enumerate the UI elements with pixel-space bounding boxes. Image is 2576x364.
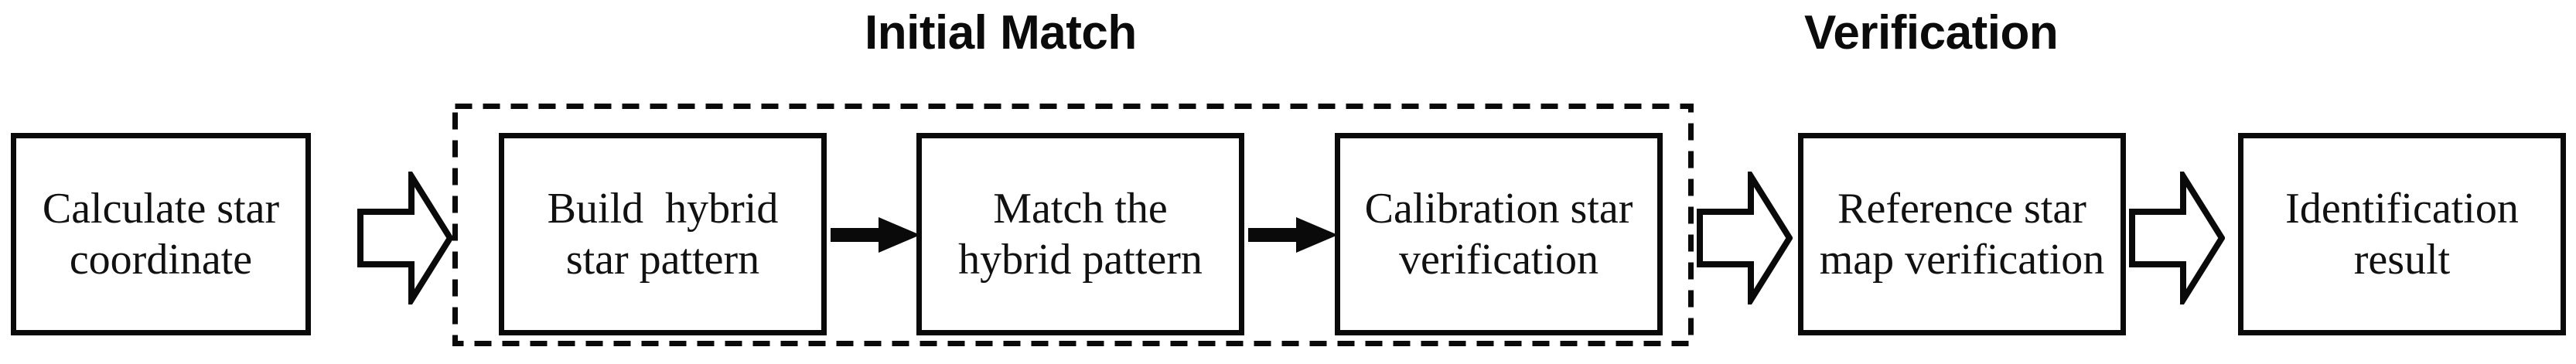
- block-arrow-icon-3: [2129, 172, 2225, 304]
- box-label-line2: map verification: [1819, 236, 2105, 284]
- group-title-initial-match: Initial Match: [865, 6, 1137, 60]
- box-label-line1: Calibration star: [1364, 185, 1633, 233]
- process-box-calibration-star-verification[interactable]: Calibration star verification: [1335, 133, 1663, 335]
- box-label-line2: star pattern: [565, 236, 760, 284]
- process-box-identification-result[interactable]: Identification result: [2238, 133, 2566, 335]
- solid-arrow-icon-1: [831, 217, 920, 253]
- box-label-line1: Build hybrid: [547, 185, 779, 233]
- process-box-calculate-star-coordinate[interactable]: Calculate star coordinate: [11, 133, 311, 335]
- box-label-line1: Reference star: [1837, 185, 2086, 233]
- group-title-verification: Verification: [1804, 6, 2059, 60]
- box-label-line1: Identification: [2285, 185, 2519, 233]
- box-label-line2: result: [2353, 236, 2451, 284]
- box-label-line2: verification: [1398, 236, 1599, 284]
- block-arrow-icon-1: [357, 172, 453, 304]
- block-arrow-icon-2: [1697, 172, 1793, 304]
- box-label-line2: coordinate: [69, 236, 253, 284]
- box-label-line2: hybrid pattern: [958, 236, 1203, 284]
- initial-match-group-boundary: [452, 104, 1694, 346]
- process-box-build-hybrid-star-pattern[interactable]: Build hybrid star pattern: [499, 133, 827, 335]
- solid-arrow-icon-2: [1248, 217, 1338, 253]
- box-label-line1: Match the: [993, 185, 1168, 233]
- process-box-match-hybrid-pattern[interactable]: Match the hybrid pattern: [916, 133, 1244, 335]
- process-box-reference-star-map-verification[interactable]: Reference star map verification: [1798, 133, 2126, 335]
- box-label-line1: Calculate star: [42, 185, 280, 233]
